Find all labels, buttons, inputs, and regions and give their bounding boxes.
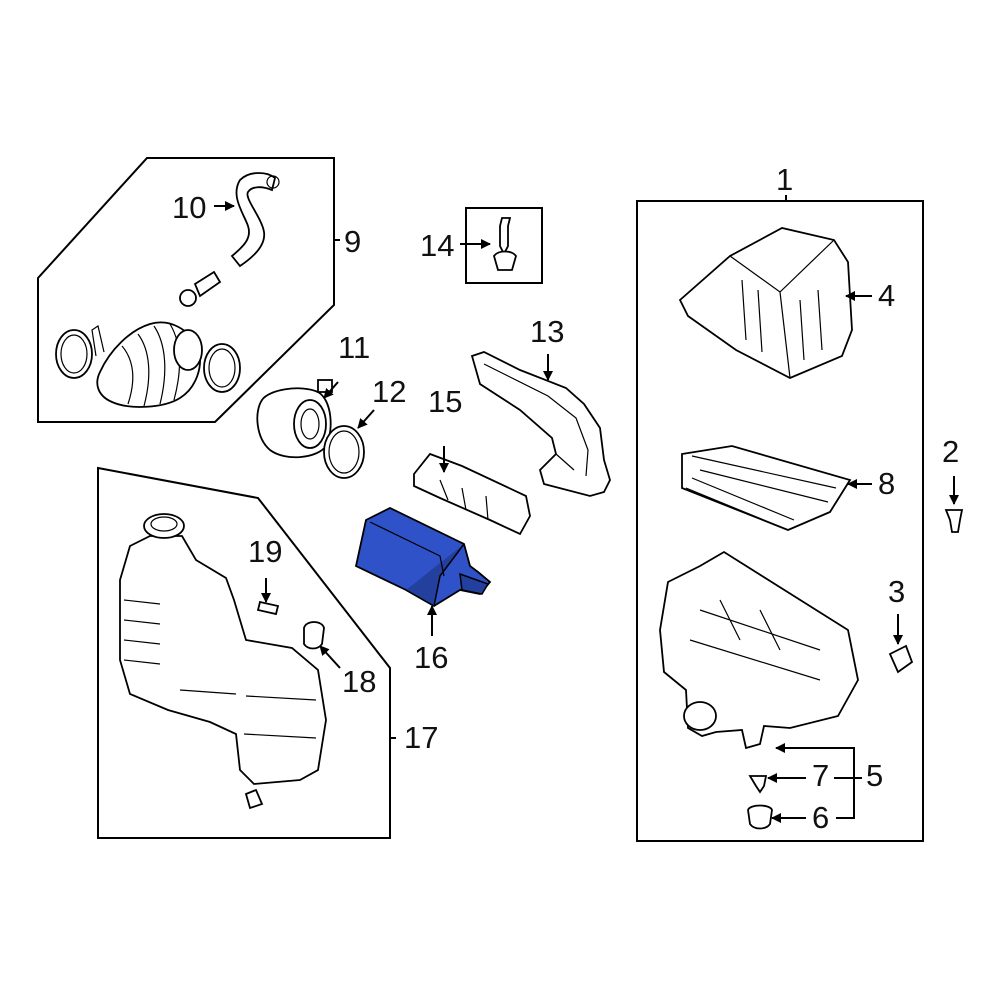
label-6: 6: [812, 800, 829, 835]
group-9-hose-assembly: [37, 157, 340, 423]
label-2: 2: [942, 434, 959, 469]
label-4: 4: [878, 278, 895, 313]
label-16: 16: [414, 640, 448, 675]
part-6-grommet-drawing: [747, 804, 773, 830]
label-3: 3: [888, 574, 905, 609]
clamp-right-drawing: [203, 343, 241, 393]
lower-housing-drawing: [659, 550, 859, 750]
label-12: 12: [372, 374, 406, 409]
label-17: 17: [404, 720, 438, 755]
label-18: 18: [342, 664, 376, 699]
group-17-frame: [97, 466, 391, 839]
part-12-o-ring-drawing: [323, 425, 365, 479]
label-15: 15: [428, 384, 462, 419]
part-16-highlighted-duct: [354, 506, 492, 608]
label-8: 8: [878, 466, 895, 501]
part-labels: 1 2 3 4 5 6 7 8 9 10 11 12 13 14 15 16 1…: [172, 162, 959, 835]
label-10: 10: [172, 190, 206, 225]
part-15-bracket-drawing: [413, 452, 531, 536]
part-19-pin-drawing: [256, 600, 280, 616]
label-13: 13: [530, 314, 564, 349]
label-5: 5: [866, 758, 883, 793]
part-7-bolt-drawing: [748, 775, 768, 794]
label-14: 14: [420, 228, 454, 263]
part-4-cover-drawing: [678, 227, 853, 379]
label-19: 19: [248, 534, 282, 569]
label-11: 11: [338, 330, 370, 365]
part-18-grommet-drawing: [303, 621, 325, 650]
hose-10-drawing: [230, 172, 277, 268]
part-14-frame: [465, 207, 543, 284]
group-17-resonator: [97, 466, 396, 839]
group-1-frame: [636, 200, 924, 842]
group-9-frame: [37, 157, 335, 423]
label-7: 7: [812, 758, 829, 793]
clamp-left-drawing: [55, 329, 93, 379]
part-13-duct-drawing: [470, 351, 611, 497]
part-2-bolt-drawing: [944, 509, 964, 533]
part-11-sensor-drawing: [256, 379, 333, 459]
label-1: 1: [776, 162, 793, 197]
leader-lines: [214, 201, 959, 823]
part-3-clip-drawing: [888, 644, 914, 674]
part-8-filter-drawing: [681, 445, 852, 531]
label-9: 9: [344, 224, 361, 259]
fitting-drawing: [193, 270, 222, 298]
group-1-air-cleaner: [636, 195, 924, 842]
